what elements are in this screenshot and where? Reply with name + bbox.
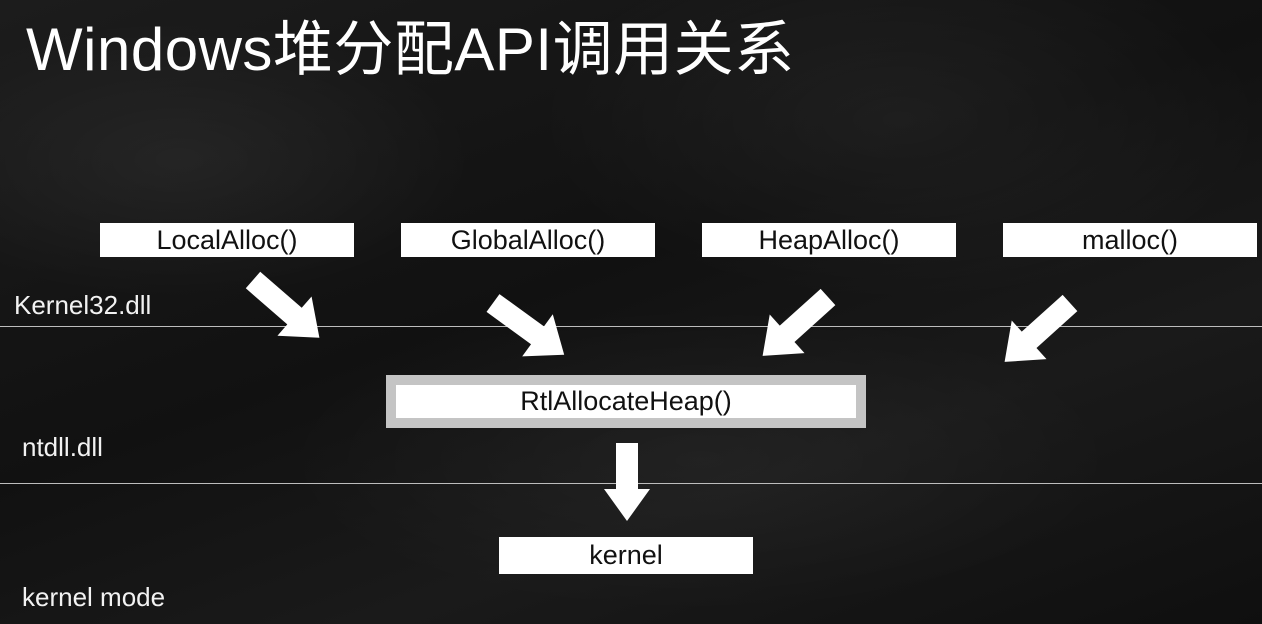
arrow-rtl-to-kernel xyxy=(604,443,650,521)
kernel32-boundary-line xyxy=(0,326,1262,327)
localalloc-box: LocalAlloc() xyxy=(100,223,354,257)
layer-label-kernel32: Kernel32.dll xyxy=(14,290,152,320)
arrow-globalalloc-to-rtl xyxy=(486,294,565,357)
page-title: Windows堆分配API调用关系 xyxy=(26,16,795,83)
rtlallocateheap-box: RtlAllocateHeap() xyxy=(386,375,866,428)
kernel-box: kernel xyxy=(499,537,753,574)
heapalloc-box: HeapAlloc() xyxy=(702,223,956,257)
layer-label-kernel-mode: kernel mode xyxy=(22,582,166,612)
malloc-box: malloc() xyxy=(1003,223,1257,257)
globalalloc-box: GlobalAlloc() xyxy=(401,223,655,257)
arrow-malloc-to-rtl xyxy=(1004,294,1078,362)
layer-label-ntdll: ntdll.dll xyxy=(22,432,103,462)
arrow-localalloc-to-rtl xyxy=(245,271,320,338)
arrow-heapalloc-to-rtl xyxy=(762,288,836,356)
